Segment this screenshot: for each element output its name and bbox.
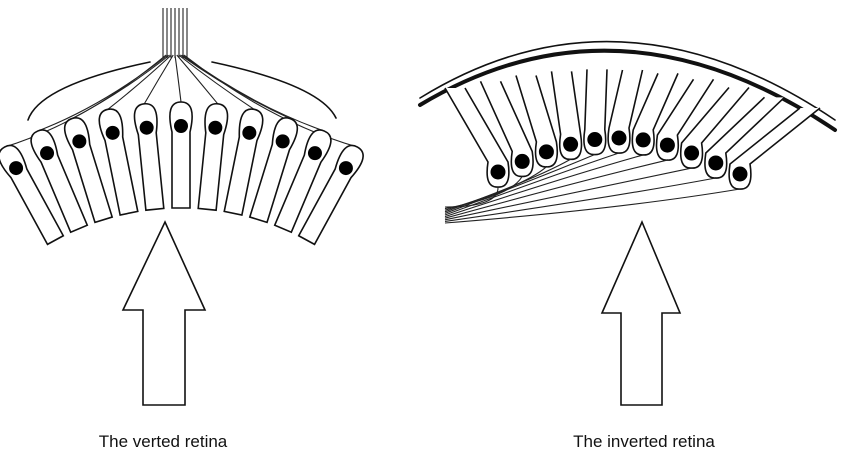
cell-nucleus xyxy=(515,154,530,169)
receptor-cell xyxy=(170,102,192,208)
cell-nucleus xyxy=(9,161,23,175)
verted-retina-figure xyxy=(0,8,363,405)
cell-nucleus xyxy=(539,144,554,159)
cell-nucleus xyxy=(491,165,506,180)
cell-nucleus xyxy=(339,161,353,175)
cell-nucleus xyxy=(563,137,578,152)
cell-nucleus xyxy=(40,146,54,160)
cell-nucleus xyxy=(140,121,154,135)
verted-receptor-cells xyxy=(0,102,363,244)
cell-nucleus xyxy=(308,146,322,160)
cell-nucleus xyxy=(242,126,256,140)
cell-nucleus xyxy=(684,146,699,161)
cell-nucleus xyxy=(174,119,188,133)
cell-nucleus xyxy=(660,138,675,153)
nerve-fiber xyxy=(108,55,172,109)
caption-verted-retina: The verted retina xyxy=(99,432,228,452)
caption-inverted-retina: The inverted retina xyxy=(573,432,715,452)
receptor-cell xyxy=(134,104,163,210)
cell-nucleus xyxy=(72,134,86,148)
cell-nucleus xyxy=(208,121,222,135)
nerve-fiber xyxy=(445,160,667,218)
receptor-cell xyxy=(198,104,227,210)
inverted-retina-figure xyxy=(420,42,835,405)
cell-nucleus xyxy=(587,132,602,147)
cell-nucleus xyxy=(733,167,748,182)
cell-nucleus xyxy=(612,131,627,146)
inverted-light-arrow xyxy=(602,222,680,405)
cell-nucleus xyxy=(106,126,120,140)
verted-optic-nerve-bundle xyxy=(163,8,187,58)
verted-light-arrow xyxy=(123,222,205,405)
cell-nucleus xyxy=(276,134,290,148)
cell-nucleus xyxy=(708,155,723,170)
cell-nucleus xyxy=(636,132,651,147)
nerve-fiber xyxy=(175,55,181,102)
